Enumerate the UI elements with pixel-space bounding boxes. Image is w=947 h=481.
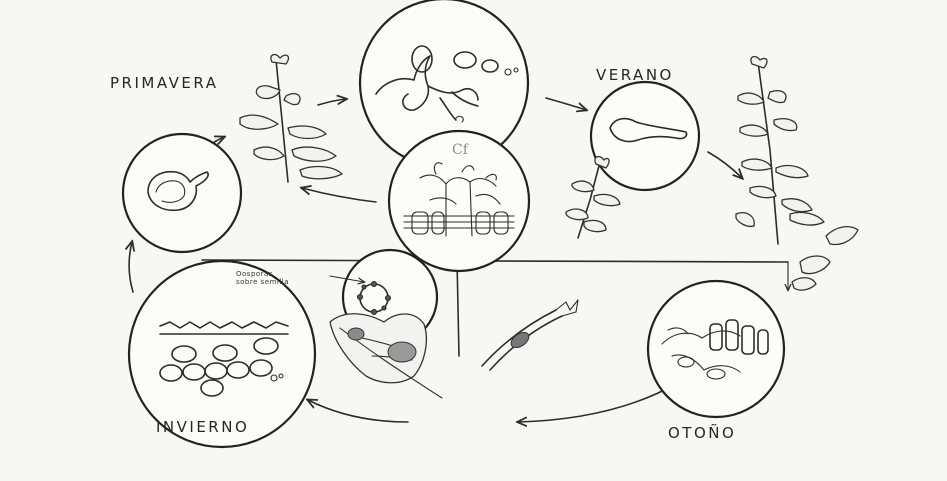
infected-stem: [482, 300, 578, 370]
season-label-autumn: OTOÑO: [668, 424, 736, 442]
oospore-annotation-line1: Oosporas: [236, 270, 289, 278]
season-label-spring: PRIMAVERA: [110, 74, 218, 92]
sporangium-germination-circle: [123, 134, 241, 252]
diseased-leaf: [330, 314, 442, 398]
season-label-summer: VERANO: [596, 66, 674, 84]
oospore-annotation-line2: sobre semilla: [236, 278, 289, 286]
season-label-winter: INVIERNO: [156, 418, 249, 436]
single-sporangium-circle: [591, 82, 699, 190]
oospore-annotation: Oosporas sobre semilla: [236, 270, 289, 286]
cf-annotation: Cf: [452, 146, 468, 154]
autumn-infected-tissue-circle: [648, 281, 784, 417]
summer-plant: [736, 57, 858, 291]
spring-plant: [240, 55, 342, 182]
